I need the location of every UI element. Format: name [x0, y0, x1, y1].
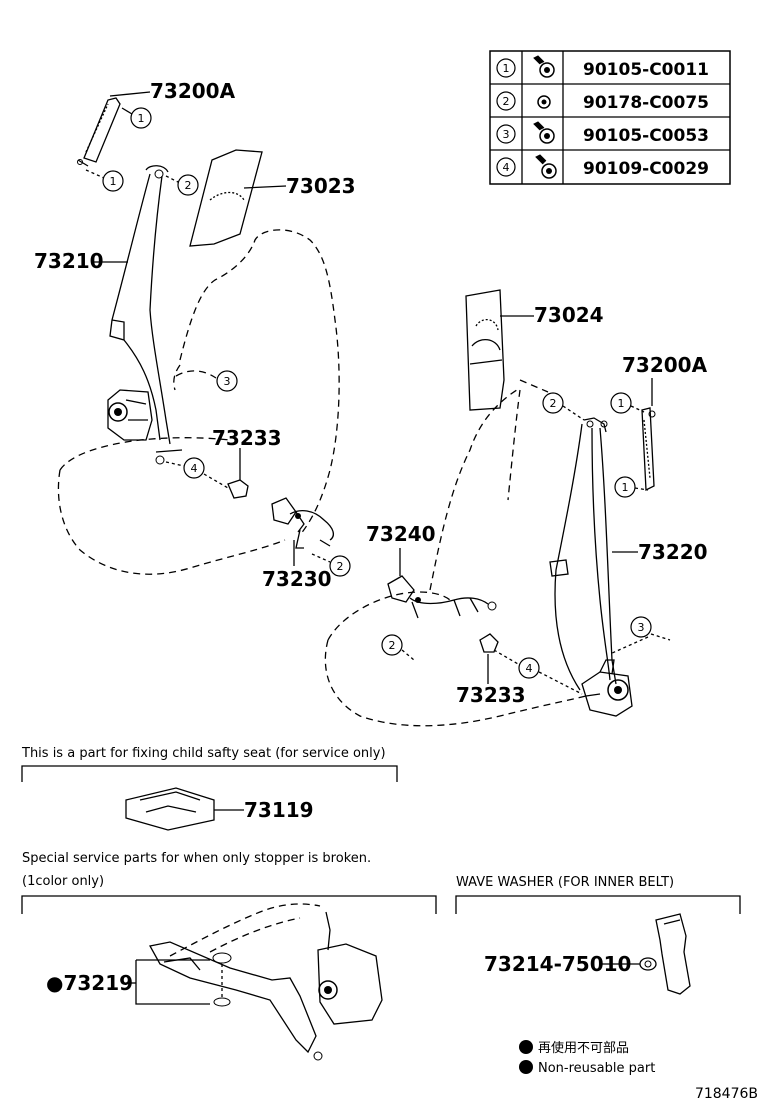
bullet-icon [519, 1040, 533, 1054]
marker-3: 3 [175, 370, 238, 392]
wave-washer-section: WAVE WASHER (FOR INNER BELT) 73214-75010 [455, 875, 741, 995]
part-label: 73233 [456, 683, 526, 707]
svg-text:1: 1 [138, 112, 145, 125]
part-label: 73023 [286, 174, 356, 198]
part-number: 90109-C0029 [583, 159, 709, 179]
svg-text:4: 4 [526, 662, 533, 675]
marker-1: 1 [85, 169, 124, 192]
svg-text:4: 4 [191, 462, 198, 475]
special-service-section: Special service parts for when only stop… [21, 851, 437, 1061]
seat-belt-73210 [107, 165, 183, 465]
callout-73220: 73220 [612, 540, 708, 564]
ref-number: 4 [503, 161, 510, 174]
part-label: 73024 [534, 303, 604, 327]
note-one-color: (1color only) [22, 874, 104, 889]
legend-jp: 再使用不可部品 [538, 1040, 629, 1056]
callout-73023: 73023 [243, 174, 356, 198]
bracket-73119 [125, 787, 215, 831]
table-row: 3 90105-C0053 [496, 121, 709, 146]
marker-2: 2 [311, 553, 351, 577]
part-label: 73119 [244, 798, 314, 822]
part-label: 73210 [34, 249, 104, 273]
callout-73230: 73230 [262, 540, 332, 591]
marker-1: 1 [614, 476, 649, 498]
marker-2: 2 [165, 174, 199, 196]
callout-73024: 73024 [500, 303, 604, 327]
marker-1: 1 [610, 392, 645, 414]
svg-text:2: 2 [389, 639, 396, 652]
legend: 再使用不可部品 Non-reusable part [519, 1040, 655, 1076]
svg-text:3: 3 [224, 375, 231, 388]
callout-73200a-right: 73200A [622, 353, 708, 406]
svg-text:2: 2 [185, 179, 192, 192]
diagram-id: 718476B [695, 1086, 758, 1102]
marker-4: 4 [165, 457, 229, 489]
nut-icon [537, 95, 551, 109]
marker-1: 1 [121, 107, 152, 129]
anchor-plate-73200a-left [77, 97, 121, 167]
cover-73233-right: 73233 [456, 633, 526, 707]
marker-2: 2 [381, 634, 415, 661]
svg-text:1: 1 [110, 175, 117, 188]
bolt-icon [535, 154, 557, 179]
table-row: 4 90109-C0029 [496, 154, 709, 179]
svg-text:1: 1 [618, 397, 625, 410]
marker-3: 3 [609, 616, 671, 655]
pillar-trim-73023 [189, 149, 263, 247]
note-child-seat: This is a part for fixing child safty se… [21, 746, 386, 761]
fastener-table: 1 90105-C0011 2 90178-C0075 3 [489, 50, 731, 185]
bolt-icon [533, 121, 555, 144]
left-seat-outline [57, 229, 340, 575]
part-label: 73200A [622, 353, 708, 377]
callout-73240: 73240 [366, 522, 436, 576]
pillar-trim-73024 [465, 289, 505, 411]
table-row: 2 90178-C0075 [496, 91, 709, 113]
legend-en: Non-reusable part [538, 1061, 655, 1076]
callout-73200a-left: 73200A [109, 79, 236, 103]
buckle-drawing [639, 913, 691, 995]
part-label: 73233 [212, 426, 282, 450]
cover-73233-left: 73233 [212, 426, 282, 499]
svg-text:2: 2 [550, 397, 557, 410]
bullet-icon [519, 1060, 533, 1074]
buckle-73230 [271, 497, 335, 549]
right-seat-outline [324, 379, 587, 727]
svg-text:2: 2 [337, 560, 344, 573]
part-label: 73220 [638, 540, 708, 564]
part-label: ●73219 [46, 971, 133, 995]
part-label: 73240 [366, 522, 436, 546]
marker-2: 2 [542, 392, 585, 421]
anchor-plate-73200a-right [641, 407, 656, 492]
marker-4: 4 [493, 649, 583, 695]
svg-text:1: 1 [622, 481, 629, 494]
callout-73210: 73210 [34, 249, 128, 273]
note-wave-washer: WAVE WASHER (FOR INNER BELT) [456, 875, 674, 890]
part-number: 90178-C0075 [583, 93, 709, 113]
bolt-icon [533, 55, 555, 78]
ref-number: 1 [503, 62, 510, 75]
table-row: 1 90105-C0011 [496, 55, 709, 80]
part-label: 73214-75010 [484, 952, 631, 976]
child-seat-section: This is a part for fixing child safty se… [21, 746, 398, 831]
part-label: 73200A [150, 79, 236, 103]
seat-belt-73220 [549, 417, 633, 717]
part-number: 90105-C0011 [583, 60, 709, 80]
buckle-73240 [387, 575, 497, 619]
ref-number: 3 [503, 128, 510, 141]
note-special-service: Special service parts for when only stop… [22, 851, 371, 866]
part-label: 73230 [262, 567, 332, 591]
part-number: 90105-C0053 [583, 126, 709, 146]
svg-text:3: 3 [638, 621, 645, 634]
stopper-assembly-drawing [148, 903, 383, 1061]
ref-number: 2 [503, 95, 510, 108]
